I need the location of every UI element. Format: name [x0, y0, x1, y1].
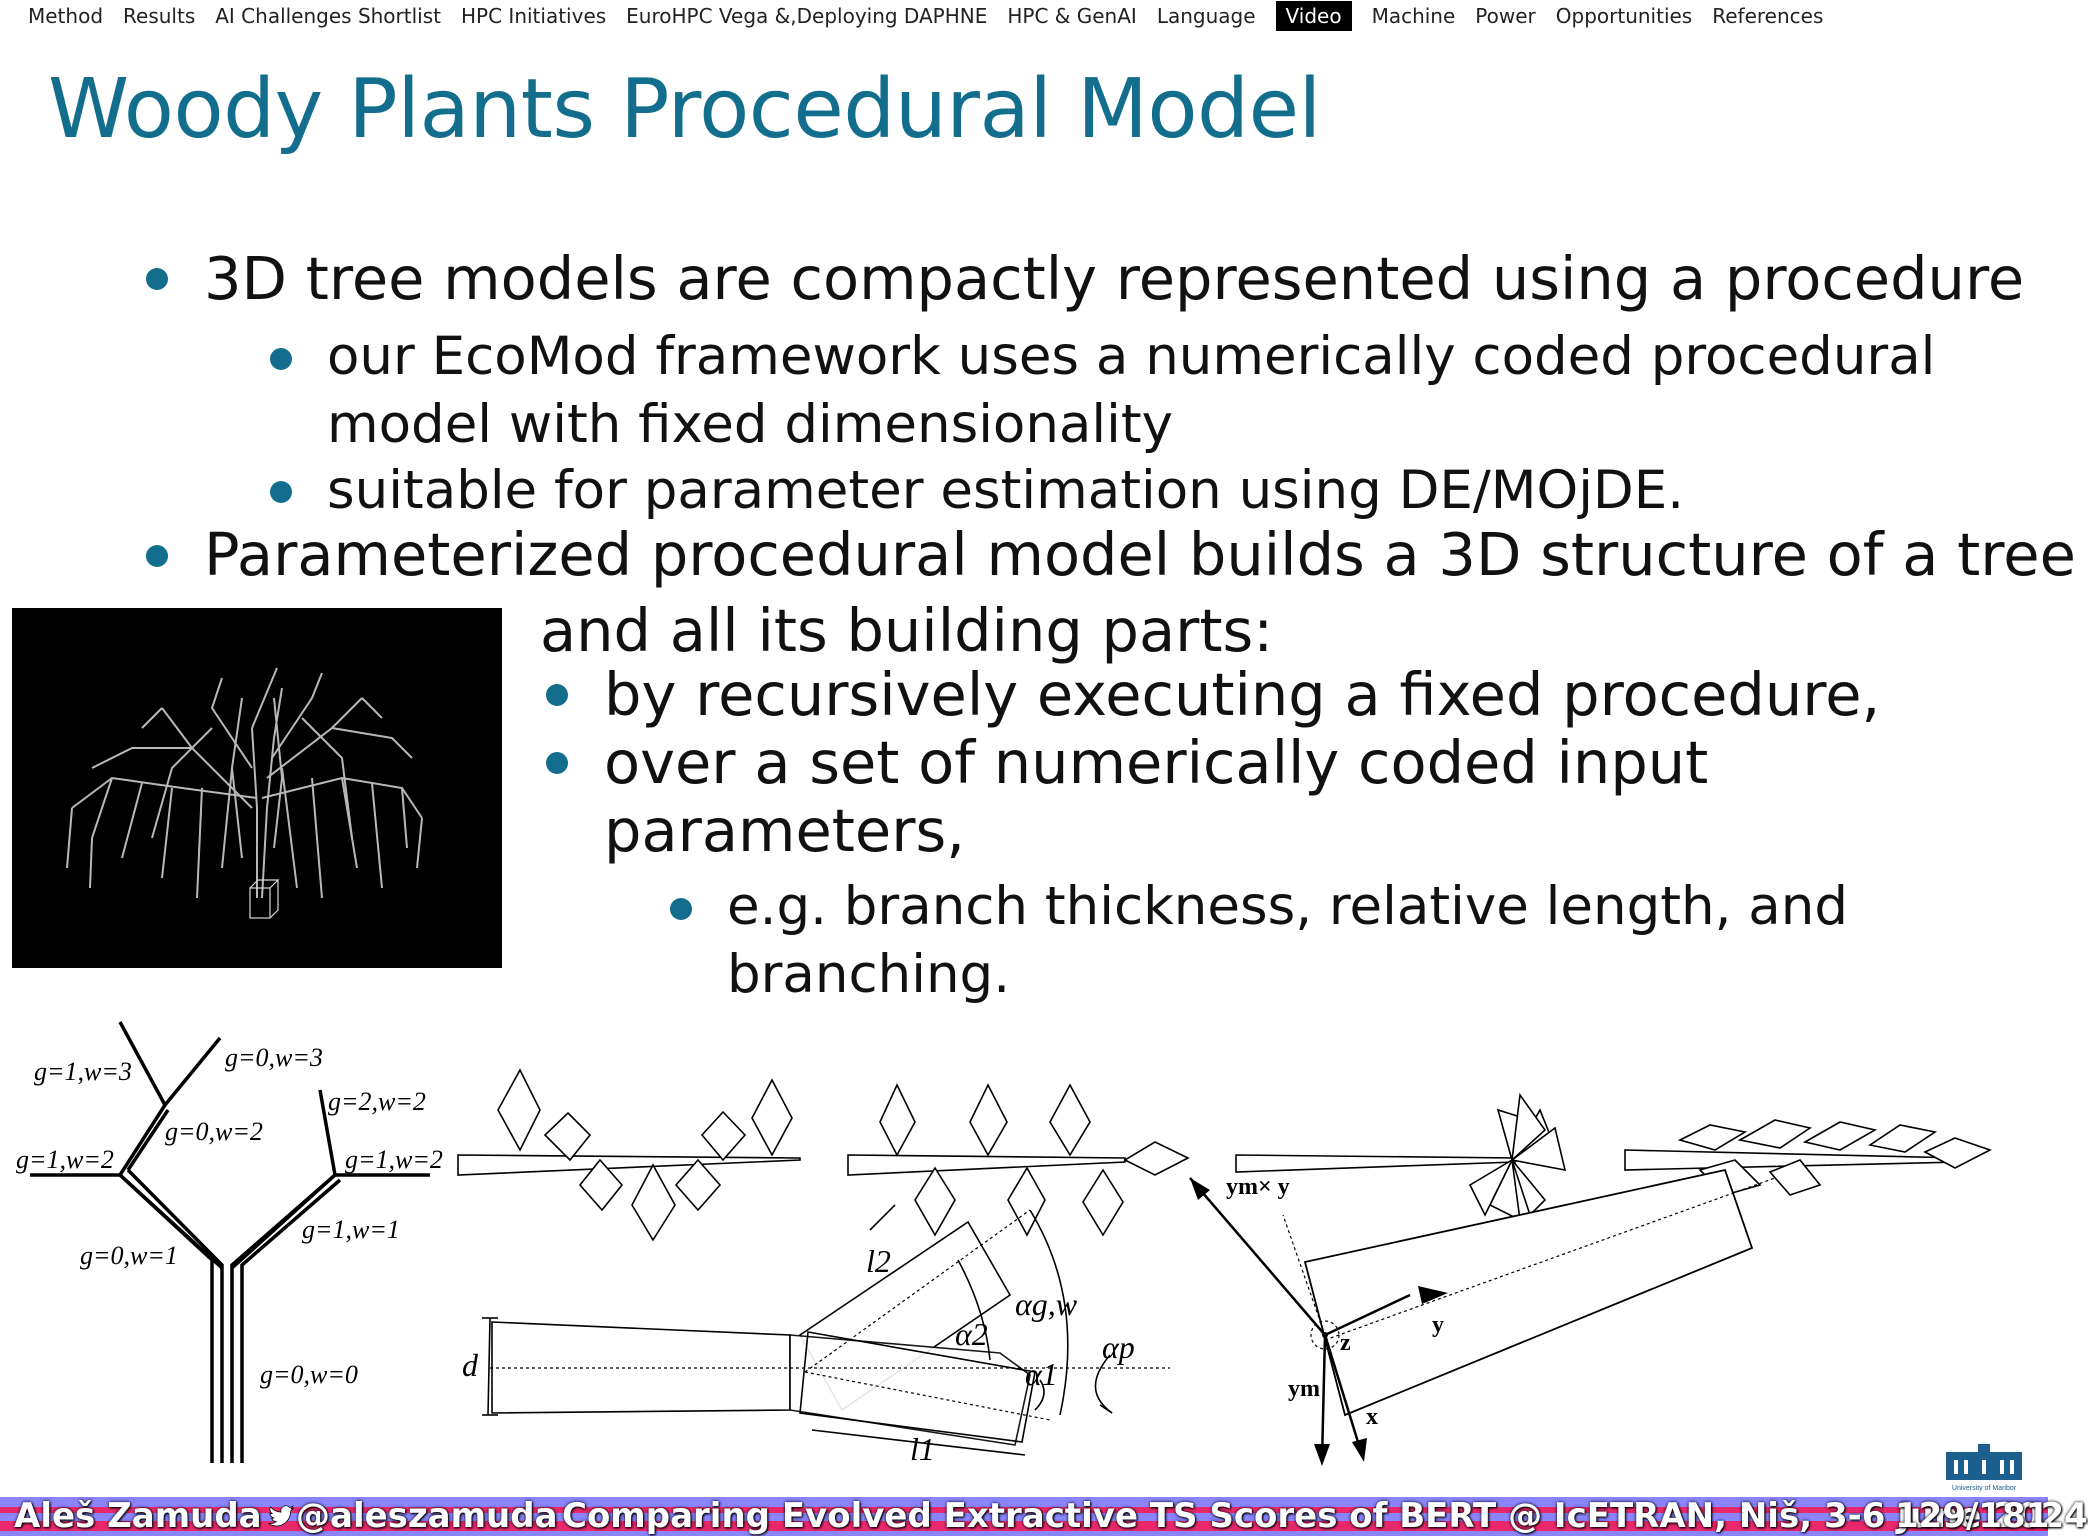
bullet-text: parameters, — [604, 796, 965, 865]
label-l2: l2 — [866, 1243, 891, 1279]
label-y: y — [1432, 1312, 1444, 1338]
bullet-text: 3D tree models are compactly represented… — [204, 244, 2025, 313]
university-name: University of Maribor — [1952, 1485, 2017, 1492]
footer-handle[interactable]: @aleszamuda — [296, 1496, 558, 1536]
bullet-text: over a set of numerically coded input — [604, 728, 1709, 797]
label-alpha2: α2 — [955, 1316, 988, 1352]
label-d: d — [462, 1347, 479, 1383]
coordinate-frame-diagram — [1189, 1168, 1776, 1461]
nav-hpc-genai[interactable]: HPC & GenAI — [1007, 4, 1137, 28]
tree-video[interactable] — [12, 608, 502, 968]
bullet-dot — [270, 348, 292, 370]
label-g0w1: g=0,w=1 — [80, 1241, 178, 1270]
nav-eurohpc[interactable]: EuroHPC Vega &,Deploying DAPHNE — [626, 4, 988, 28]
nav-ai-challenges[interactable]: AI Challenges Shortlist — [215, 4, 441, 28]
footer-author: Aleš Zamuda — [14, 1496, 262, 1536]
bullet-dot — [670, 898, 692, 920]
university-logo: University of Maribor — [1946, 1444, 2022, 1492]
footer-talk-title: Comparing Evolved Extractive TS Scores o… — [562, 1496, 2088, 1536]
nav-power[interactable]: Power — [1475, 4, 1536, 28]
nav-hpc-initiatives[interactable]: HPC Initiatives — [461, 4, 607, 28]
twitter-icon[interactable] — [266, 1497, 296, 1536]
label-l1: l1 — [910, 1431, 935, 1467]
label-alpha-p: αp — [1102, 1329, 1135, 1365]
bullet-text: our EcoMod framework uses a numerically … — [327, 326, 1936, 387]
tree-render-image — [66, 667, 423, 919]
label-g0w3: g=0,w=3 — [225, 1043, 323, 1072]
footer-stripe — [0, 1521, 2048, 1531]
nav-video[interactable]: Video — [1275, 1, 1352, 31]
bullet-dot — [546, 752, 568, 774]
bullet-text: and all its building parts: — [540, 596, 1274, 665]
branch-geometry-diagram — [482, 1204, 1170, 1456]
bullet-text: e.g. branch thickness, relative length, … — [727, 876, 1849, 937]
slide-title: Woody Plants Procedural Model — [48, 62, 1321, 157]
procedural-model-diagram: g=1,w=3 g=0,w=3 g=2,w=2 g=0,w=2 g=1,w=2 … — [16, 1021, 1993, 1467]
label-g1w3: g=1,w=3 — [34, 1057, 132, 1086]
nav-method[interactable]: Method — [28, 4, 104, 28]
nav-results[interactable]: Results — [123, 4, 196, 28]
label-g2w2: g=2,w=2 — [328, 1087, 426, 1116]
label-g1w2a: g=1,w=2 — [16, 1145, 114, 1174]
footer-stripe — [0, 1507, 2048, 1513]
label-g1w1: g=1,w=1 — [302, 1215, 400, 1244]
nav-language[interactable]: Language — [1156, 4, 1256, 28]
leaf-arrangement-diagrams — [457, 1068, 1993, 1242]
nav-opportunities[interactable]: Opportunities — [1555, 4, 1693, 28]
label-alpha-gw: αg,w — [1015, 1286, 1078, 1322]
branching-tree-diagram — [30, 1021, 430, 1463]
label-x: x — [1366, 1404, 1378, 1430]
bullet-dot — [146, 545, 168, 567]
bullet-text: Parameterized procedural model builds a … — [204, 520, 2076, 589]
page-counter: 129/181 — [1895, 1496, 2050, 1536]
label-alpha1: α1 — [1025, 1356, 1058, 1392]
bullet-dot — [146, 268, 168, 290]
label-g0w0: g=0,w=0 — [260, 1360, 358, 1389]
slide-footer: Aleš Zamuda @aleszamuda Comparing Evolve… — [0, 1496, 2088, 1536]
bullet-text: branching. — [727, 944, 1011, 1005]
bullet-text: model with fixed dimensionality — [327, 394, 1174, 455]
label-ym: ym — [1288, 1376, 1320, 1402]
label-g0w2: g=0,w=2 — [165, 1117, 263, 1146]
nav-machine[interactable]: Machine — [1371, 4, 1456, 28]
bullet-dot — [270, 481, 292, 503]
bullet-text: suitable for parameter estimation using … — [327, 460, 1685, 521]
nav-references[interactable]: References — [1712, 4, 1824, 28]
top-navigation: Method Results AI Challenges Shortlist H… — [0, 0, 2048, 32]
label-ym-cross-y: ym× y — [1226, 1174, 1290, 1200]
bullet-text: by recursively executing a fixed procedu… — [604, 660, 1881, 729]
bullet-dot — [546, 684, 568, 706]
label-g1w2b: g=1,w=2 — [345, 1145, 443, 1174]
label-z: z — [1340, 1330, 1351, 1356]
